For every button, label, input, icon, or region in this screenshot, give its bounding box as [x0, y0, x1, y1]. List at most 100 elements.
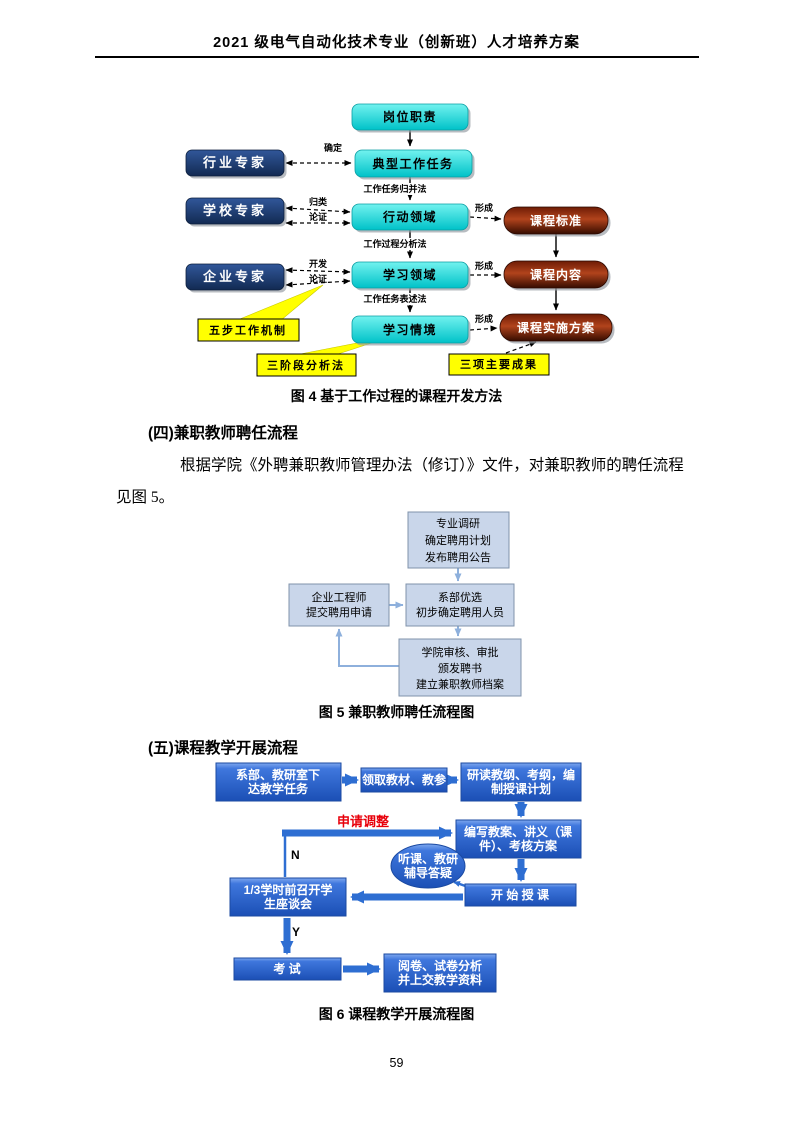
- node-typical-task: [354, 149, 473, 178]
- node-start-teaching: [464, 883, 577, 907]
- arrow-label-classify: 归类: [309, 196, 328, 207]
- page-number: 59: [389, 1056, 404, 1070]
- figure6-teaching-flowchart: 系部、教研室下 达教学任务 领取教材、教参 研读教纲、考纲，编 制授课计划 编写…: [215, 762, 582, 993]
- figure4-course-development-flowchart: 岗位职责 行业专家 典型工作任务 学校专家 行动领域 课程标准 企业专家 学习领…: [185, 103, 615, 377]
- node-label: 件）、考核方案: [479, 838, 558, 853]
- node-label: 辅导答疑: [404, 865, 452, 880]
- node-label: 系部、教研室下: [236, 767, 320, 782]
- header-rule: [95, 56, 699, 58]
- label-apply-adjustment: 申请调整: [337, 814, 390, 829]
- section5-heading: (五)课程教学开展流程: [148, 740, 298, 757]
- node-label: 典型工作任务: [372, 156, 453, 171]
- figure5-caption: 图 5 兼职教师聘任流程图: [318, 704, 475, 720]
- paragraph-line: 见图 5。: [116, 489, 175, 506]
- node-study-syllabus: [460, 762, 582, 802]
- node-label: 初步确定聘用人员: [416, 605, 504, 619]
- node-label: 学校专家: [203, 203, 267, 218]
- figure4-caption: 图 4 基于工作过程的课程开发方法: [290, 388, 503, 404]
- note-label: 三项主要成果: [460, 357, 538, 371]
- node-label: 行动领域: [382, 209, 437, 224]
- node-exam: [233, 957, 342, 981]
- note-label: 五步工作机制: [209, 323, 287, 337]
- node-course-standard: [503, 206, 609, 235]
- fig4-nodes: 岗位职责 行业专家 典型工作任务 学校专家 行动领域 课程标准 企业专家 学习领…: [185, 103, 615, 377]
- note-five-step-mechanism: [197, 318, 300, 342]
- fig4-arrow-labels: 确定 工作任务归并法 归类 论证 工作过程分析法 开发 论证 工作任务表述法 形…: [309, 142, 493, 324]
- node-course-implementation-plan: [499, 313, 613, 342]
- header-title: 2021 级电气自动化技术专业（创新班）人才培养方案: [213, 35, 580, 51]
- arrow-label-form3: 形成: [475, 313, 493, 324]
- node-label: 学习情境: [383, 322, 437, 337]
- node-label: 企业专家: [202, 269, 267, 284]
- fig6-nodes: 系部、教研室下 达教学任务 领取教材、教参 研读教纲、考纲，编 制授课计划 编写…: [215, 762, 582, 993]
- node-assign-teaching-task: [215, 762, 342, 802]
- arrow-label-verify1: 论证: [309, 211, 327, 222]
- node-marking-and-submission: [383, 953, 497, 993]
- node-label: 建立兼职教师档案: [416, 677, 504, 691]
- arrow-label-form1: 形成: [475, 202, 493, 213]
- arrow-label-form2: 形成: [475, 260, 493, 271]
- node-learning-field: [351, 261, 469, 289]
- node-label: 提交聘用申请: [306, 605, 372, 619]
- fig6-arrows: [280, 773, 528, 976]
- arrow-label-verify2: 论证: [309, 273, 327, 284]
- node-label: 阅卷、试卷分析: [398, 958, 482, 973]
- node-label: 颁发聘书: [438, 661, 482, 675]
- node-label: 企业工程师: [312, 590, 367, 604]
- node-course-content: [503, 260, 609, 289]
- note-label: 三阶段分析法: [267, 358, 345, 372]
- node-label: 生座谈会: [264, 896, 313, 911]
- node-label: 发布聘用公告: [425, 550, 491, 564]
- arrow-label-method1: 工作任务归并法: [363, 183, 426, 194]
- node-learning-situation: [351, 315, 469, 344]
- node-label: 课程实施方案: [517, 320, 595, 335]
- node-engineer-application: [288, 583, 390, 627]
- fig6-branch-labels: 申请调整 N Y: [291, 814, 390, 939]
- node-department-selection: [405, 583, 515, 627]
- node-label: 1/3学时前召开学: [244, 882, 333, 897]
- node-label: 并上交教学资料: [398, 972, 482, 987]
- node-enterprise-expert: [185, 263, 285, 291]
- node-label: 行业专家: [202, 155, 267, 170]
- fig5-nodes: 专业调研 确定聘用计划 发布聘用公告 企业工程师 提交聘用申请 系部优选 初步确…: [288, 511, 522, 697]
- node-label: 编写教案、讲义（课: [463, 824, 573, 839]
- node-recruitment-plan: [407, 511, 510, 569]
- node-label: 系部优选: [438, 590, 482, 604]
- node-prepare-lesson-plans: [455, 819, 582, 859]
- label-branch-y: Y: [292, 925, 300, 939]
- note-three-stage-analysis: [256, 353, 357, 377]
- paragraph-line: 根据学院《外聘兼职教师管理办法（修订）》文件，对兼职教师的聘任流程: [180, 457, 684, 474]
- node-label: 学习领域: [383, 267, 437, 282]
- note-three-main-results: [448, 353, 550, 376]
- figure6-caption: 图 6 课程教学开展流程图: [318, 1006, 475, 1022]
- node-label: 考 试: [273, 961, 300, 976]
- node-student-symposium: [229, 877, 347, 917]
- node-class-observation-tutoring: [390, 843, 466, 889]
- node-label: 专业调研: [436, 516, 480, 530]
- node-label: 课程标准: [530, 213, 582, 228]
- node-action-field: [351, 203, 469, 231]
- node-label: 岗位职责: [383, 109, 437, 124]
- node-college-approval: [398, 638, 522, 697]
- node-label: 达教学任务: [248, 781, 309, 796]
- figure5-hiring-flowchart: 专业调研 确定聘用计划 发布聘用公告 企业工程师 提交聘用申请 系部优选 初步确…: [288, 511, 522, 697]
- node-label: 课程内容: [530, 267, 582, 282]
- node-get-materials: [360, 767, 448, 793]
- arrow-label-develop: 开发: [309, 258, 328, 269]
- node-post-duty: [351, 103, 469, 131]
- arrow-label-method2: 工作过程分析法: [363, 238, 426, 249]
- section4-heading: (四)兼职教师聘任流程: [148, 425, 298, 442]
- node-label: 开 始 授 课: [491, 887, 550, 902]
- arrow-label-confirm: 确定: [324, 142, 343, 153]
- fig5-arrows: [335, 568, 462, 667]
- node-label: 学院审核、审批: [422, 645, 499, 659]
- node-label: 研读教纲、考纲，编: [467, 767, 575, 782]
- node-label: 确定聘用计划: [425, 533, 491, 547]
- node-label: 听课、教研: [398, 851, 458, 866]
- node-industry-expert: [185, 149, 285, 177]
- node-school-expert: [185, 197, 285, 225]
- arrow-label-method3: 工作任务表述法: [363, 293, 426, 304]
- label-branch-n: N: [291, 848, 300, 862]
- node-label: 领取教材、教参: [362, 772, 447, 787]
